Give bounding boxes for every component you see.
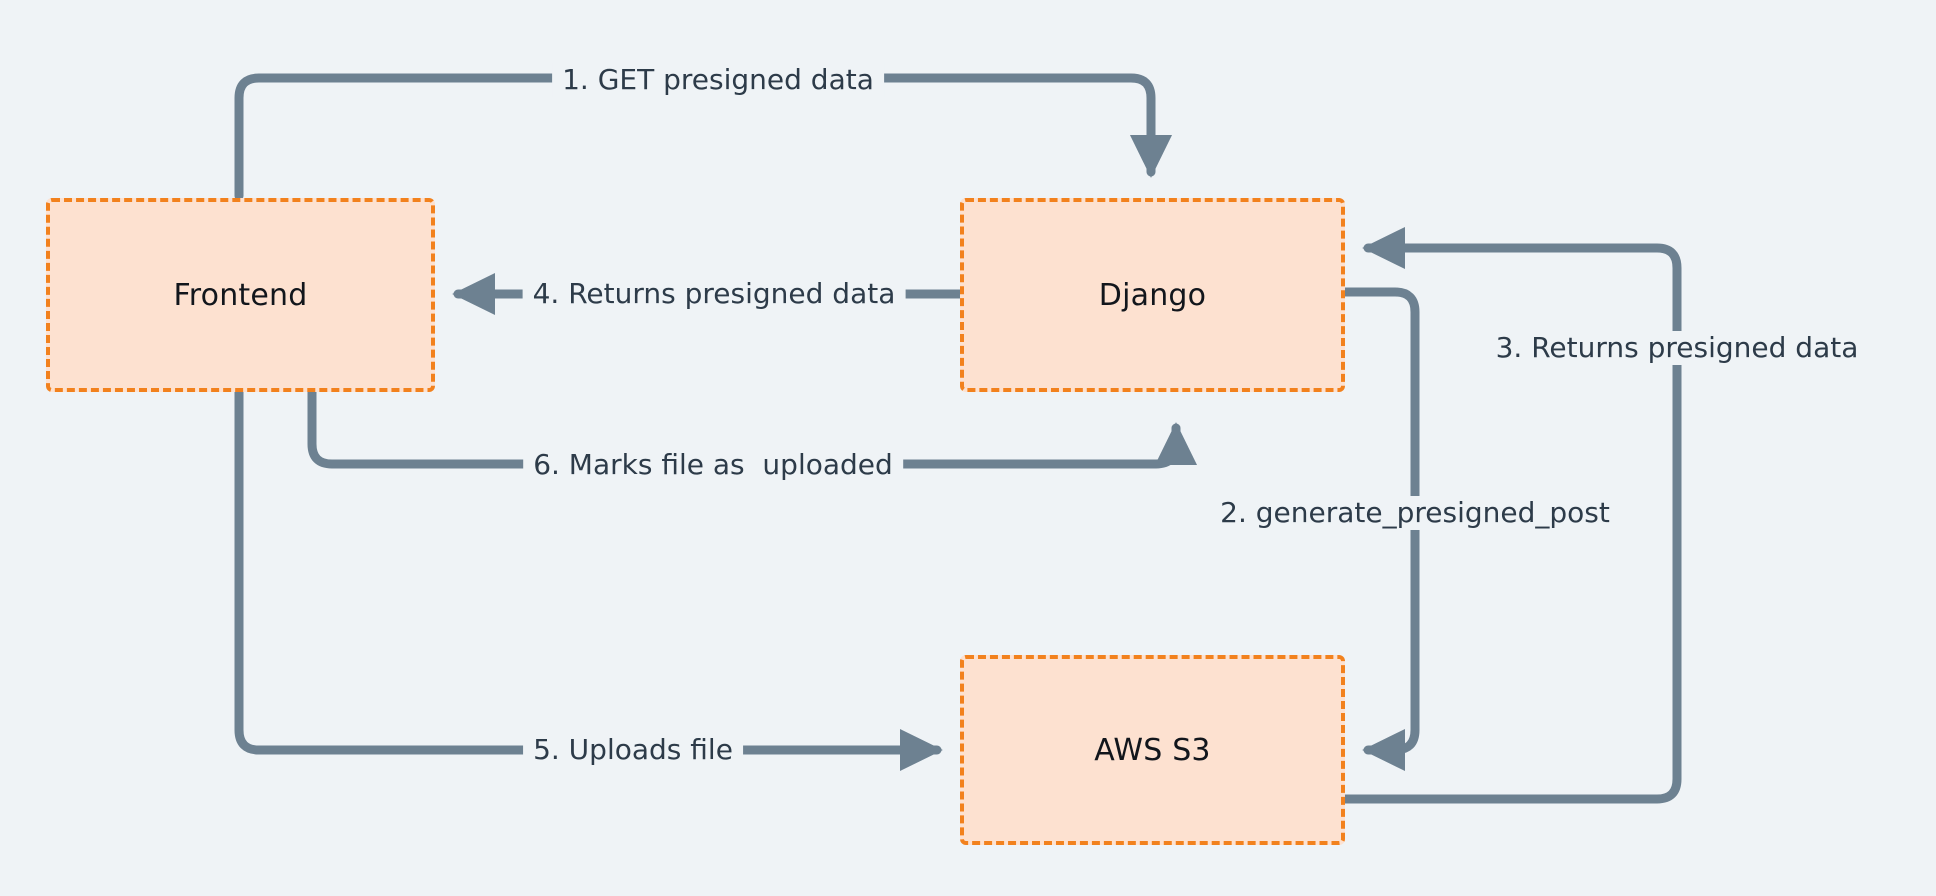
node-django[interactable]: Django [960,198,1345,392]
node-frontend-label: Frontend [173,277,308,313]
node-frontend[interactable]: Frontend [46,198,435,392]
edge-label-3: 3. Returns presigned data [1485,331,1869,365]
edge-label-2: 2. generate_presigned_post [1210,496,1620,530]
connector-5-uploads-file [234,387,943,772]
edge-label-5: 5. Uploads file [523,733,743,767]
node-django-label: Django [1098,277,1207,313]
node-aws-s3-label: AWS S3 [1094,732,1211,768]
edge-label-1: 1. GET presigned data [552,63,884,97]
edge-label-6: 6. Marks file as uploaded [523,448,903,482]
node-aws-s3[interactable]: AWS S3 [960,655,1345,845]
edge-label-4: 4. Returns presigned data [522,277,906,311]
connector-3-returns-presigned-data [1340,226,1682,804]
